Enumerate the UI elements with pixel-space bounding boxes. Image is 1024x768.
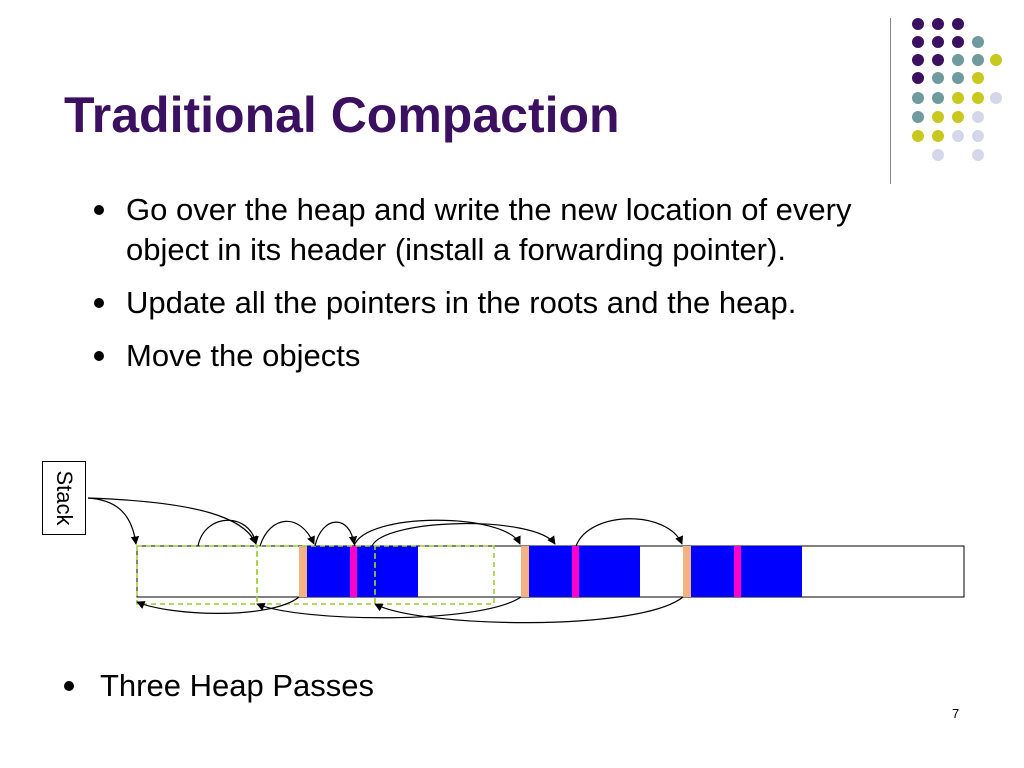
dot: [952, 92, 964, 104]
object-body: [691, 546, 802, 597]
forwarding-arrow: [374, 596, 684, 624]
dot: [972, 111, 984, 123]
dot: [952, 111, 964, 123]
bullet-icon: [94, 205, 104, 215]
forwarding-arrow: [136, 596, 300, 614]
dot: [912, 18, 924, 30]
title-divider-line: [890, 18, 891, 184]
slide-title: Traditional Compaction: [64, 87, 620, 143]
bullet-item: Go over the heap and write the new locat…: [86, 190, 916, 270]
forwarding-arrow: [256, 596, 522, 619]
dot: [932, 18, 944, 30]
bullet-icon: [94, 351, 104, 361]
dot: [932, 111, 944, 123]
pointer-arrow: [259, 520, 315, 547]
bullet-item: Move the objects: [86, 336, 916, 376]
object-body: [307, 546, 418, 597]
bullet-text: Go over the heap and write the new locat…: [126, 192, 852, 267]
pointer-arrow: [575, 518, 683, 547]
bullet-icon: [94, 298, 104, 308]
dot: [912, 92, 924, 104]
bullet-text: Move the objects: [126, 338, 361, 373]
summary-text: Three Heap Passes: [100, 668, 374, 703]
dot: [972, 149, 984, 161]
dot: [932, 72, 944, 84]
dot: [972, 130, 984, 142]
object-body: [529, 546, 640, 597]
dot: [972, 36, 984, 48]
stack-box: Stack: [42, 461, 86, 535]
dashed-target-outline: [374, 545, 495, 605]
heap-diagram: [87, 497, 965, 624]
dot: [932, 36, 944, 48]
dot: [990, 92, 1002, 104]
pointer-slot: [572, 546, 579, 597]
dot: [972, 72, 984, 84]
page-number: 7: [952, 706, 960, 721]
object-header: [299, 546, 307, 597]
dot: [972, 54, 984, 66]
pointer-slot: [350, 546, 357, 597]
dot: [912, 54, 924, 66]
bullet-list: Go over the heap and write the new locat…: [86, 190, 916, 389]
dot: [932, 92, 944, 104]
summary-bullet: Three Heap Passes: [64, 666, 374, 706]
pointer-arrow: [87, 497, 257, 545]
dot: [912, 111, 924, 123]
pointer-arrow: [371, 522, 556, 547]
dot: [932, 54, 944, 66]
dot: [932, 130, 944, 142]
dot: [952, 18, 964, 30]
decorative-dot-grid: [912, 18, 1002, 161]
pointer-arrow: [314, 521, 358, 547]
dot: [972, 92, 984, 104]
object-header: [683, 546, 691, 597]
stack-label: Stack: [52, 470, 77, 526]
dashed-target-outline: [136, 545, 258, 605]
object-header: [521, 546, 529, 597]
dot: [912, 36, 924, 48]
bullet-item: Update all the pointers in the roots and…: [86, 283, 916, 323]
dot: [952, 130, 964, 142]
dot: [952, 72, 964, 84]
pointer-slot: [734, 546, 741, 597]
dot: [912, 130, 924, 142]
dot: [952, 54, 964, 66]
pointer-arrow: [87, 497, 140, 545]
pointer-arrow: [197, 519, 259, 547]
dot: [912, 72, 924, 84]
dot: [952, 36, 964, 48]
pointer-arrow: [353, 519, 521, 547]
bullet-text: Update all the pointers in the roots and…: [126, 285, 797, 320]
dot: [932, 149, 944, 161]
dot: [990, 54, 1002, 66]
bullet-icon: [64, 681, 74, 691]
